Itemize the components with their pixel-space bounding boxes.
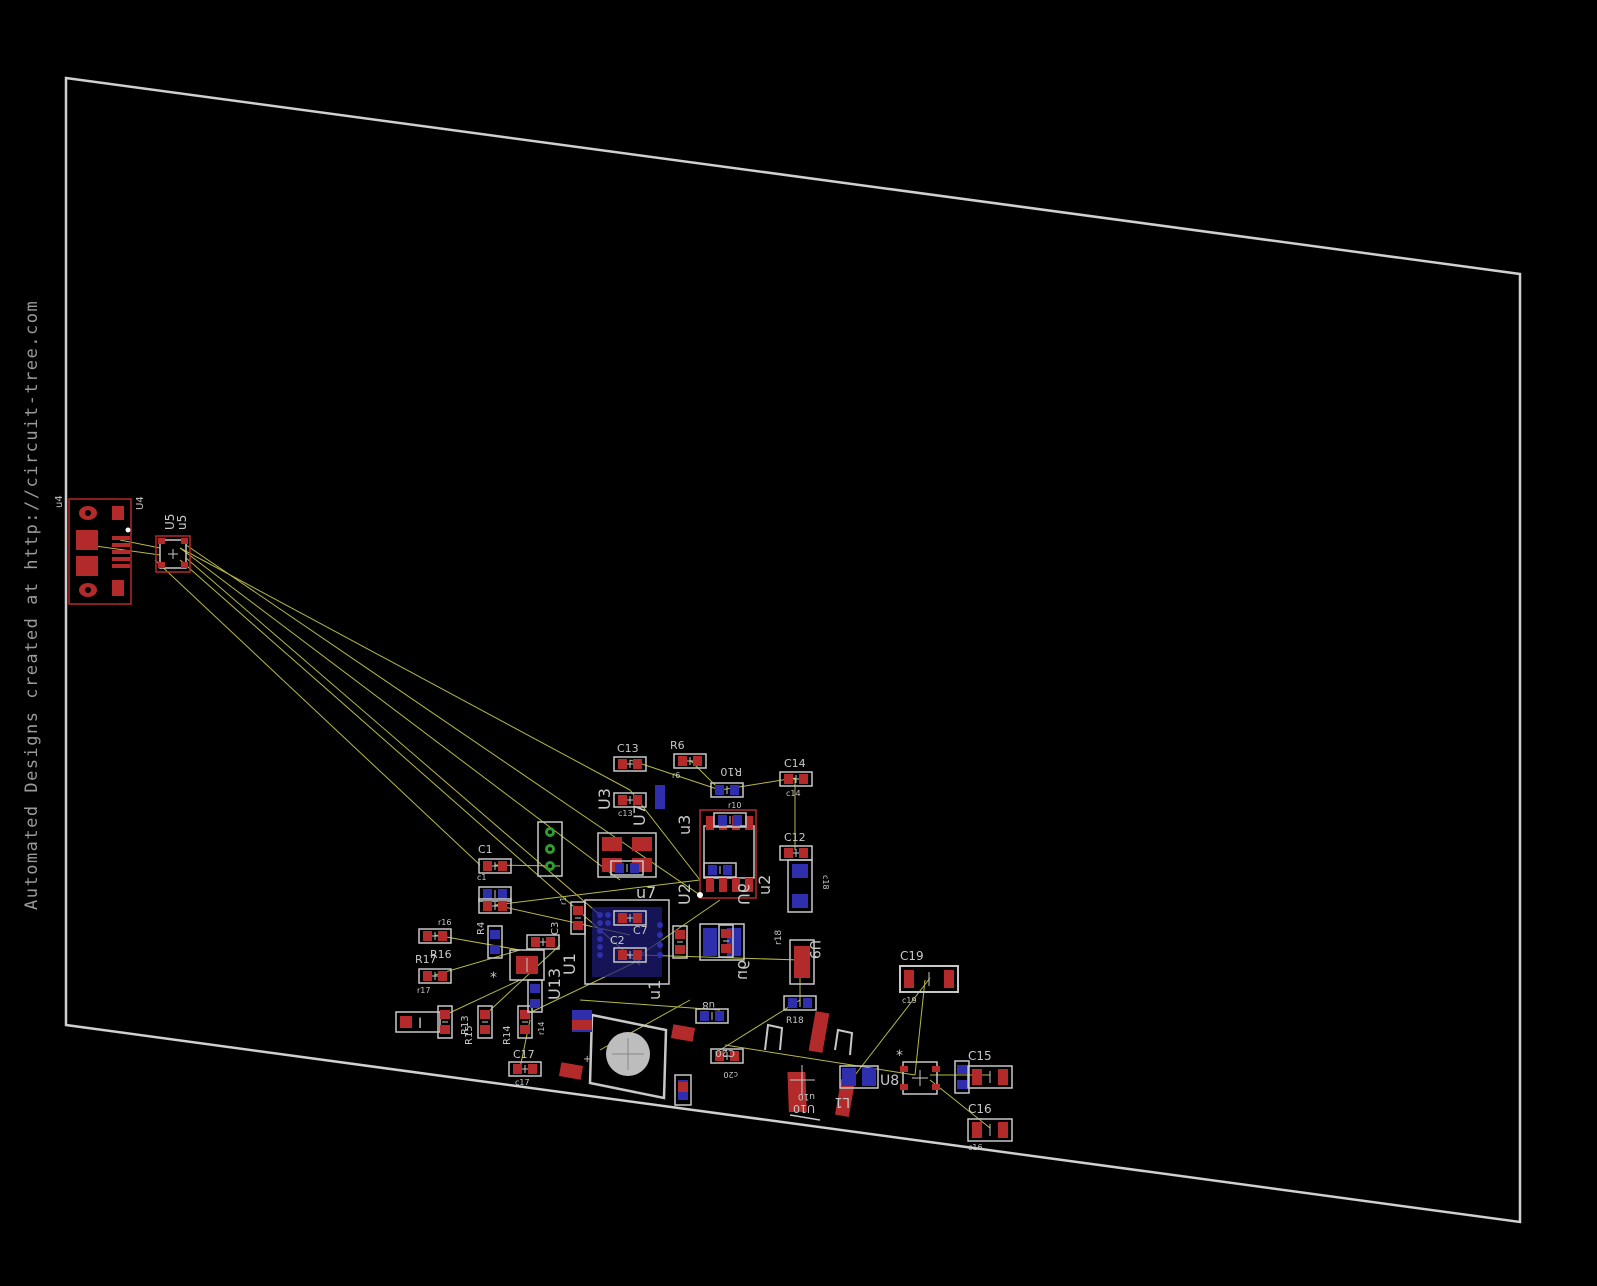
u4-label: u4 <box>54 495 65 508</box>
r14-silk-label: r14 <box>537 1022 546 1035</box>
r1-silk-label: r1 <box>559 897 568 905</box>
r17-label: R17 <box>415 953 437 966</box>
u2-label: U2 <box>675 883 694 905</box>
r16-silk-label: r16 <box>438 918 451 927</box>
u5-silk-label: u5 <box>175 515 189 530</box>
u10-label: U10 <box>793 1102 815 1115</box>
c16-label: C16 <box>968 1102 992 1116</box>
u10s-label: u10 <box>798 1091 815 1101</box>
c1-label: C1 <box>478 843 493 856</box>
c18-silk-label: c18 <box>821 875 830 890</box>
l1-inductor: L1 <box>834 1065 879 1109</box>
c14-silk-label: c14 <box>786 789 801 798</box>
c19-label: C19 <box>900 949 924 963</box>
svg-text:I: I <box>418 1016 422 1032</box>
u13-label: U13 <box>545 968 564 1000</box>
d1-part: I <box>395 1011 441 1033</box>
u1-label: U1 <box>560 953 579 975</box>
r10-silk-label: r10 <box>728 801 741 810</box>
u1-qfn: C2 C7 u7 U1 u1 U13 <box>545 883 670 1000</box>
c1-silk-label: c1 <box>477 873 487 882</box>
c14-label: C14 <box>784 757 806 770</box>
u2s-label: u2 <box>755 875 774 895</box>
r6-silk-label: r6 <box>672 771 680 780</box>
c7-label: C7 <box>633 924 648 937</box>
u2-soic: u3 U2 u2 <box>675 809 774 905</box>
c16-part: C16 c16 <box>967 1102 1013 1152</box>
c20-label: C20 <box>715 1047 735 1058</box>
r17-silk-label: r17 <box>417 986 430 995</box>
airwires <box>87 539 991 1129</box>
r13-label: R13 <box>460 1015 471 1035</box>
svg-text:+: + <box>583 1054 591 1065</box>
u3-label: U3 <box>595 788 614 810</box>
c19-part: C19 c19 <box>899 949 959 1005</box>
c16-silk-label: c16 <box>968 1143 983 1152</box>
c2-label: C2 <box>610 934 625 947</box>
u1s-label: u1 <box>645 980 664 1000</box>
u6-part: U6 u6 <box>699 883 753 980</box>
u9-label: U9 <box>806 940 822 959</box>
u8-sot: * U8 <box>880 1048 940 1095</box>
r14-label: R14 <box>502 1025 513 1045</box>
u8-silk-label: u8 <box>702 999 715 1010</box>
r4-label: R4 <box>476 922 487 935</box>
svg-text:*: * <box>896 1048 903 1064</box>
u7-label: U7 <box>630 804 649 826</box>
j1-header <box>537 821 563 877</box>
u11-part: * <box>490 949 545 986</box>
c15-part: C15 <box>967 1049 1013 1089</box>
u4-connector: u4 U4 <box>54 495 146 605</box>
c19-silk-label: c19 <box>902 996 917 1005</box>
r18-label: R18 <box>786 1016 804 1026</box>
svg-text:*: * <box>490 970 497 986</box>
c12-label: C12 <box>784 831 806 844</box>
electrolytic-capacitor: + <box>558 1010 696 1100</box>
r10-label: R10 <box>720 765 742 778</box>
r15-label: R15 <box>464 1025 475 1045</box>
u5-part: U5 u5 <box>155 514 191 573</box>
r16-label: R16 <box>430 948 452 961</box>
u8-label: U8 <box>880 1073 899 1089</box>
c18-part: c18 <box>787 859 830 913</box>
r18-silk-label: r18 <box>774 930 784 945</box>
u6-silk-label: u6 <box>734 960 753 980</box>
c3-label: C3 <box>550 922 561 935</box>
c13-label: C13 <box>617 742 639 755</box>
c17-label: C17 <box>513 1048 535 1061</box>
u3s-label: u3 <box>675 815 694 835</box>
u7s-label: u7 <box>636 883 656 902</box>
c20-silk-label: c20 <box>723 1070 738 1079</box>
u6-label: U6 <box>734 883 753 905</box>
u3-part: U3 U7 <box>595 788 657 878</box>
c13-silk-label: c13 <box>618 809 633 818</box>
r6-label: R6 <box>670 739 685 752</box>
u4-silk-label: U4 <box>135 496 146 510</box>
c17-silk-label: c17 <box>515 1078 530 1087</box>
board-outline <box>64 76 1522 1224</box>
c15-label: C15 <box>968 1049 992 1063</box>
u5-label: U5 <box>163 514 177 530</box>
u9-part: U9 r18 <box>774 930 822 985</box>
l1-label: L1 <box>834 1094 850 1109</box>
